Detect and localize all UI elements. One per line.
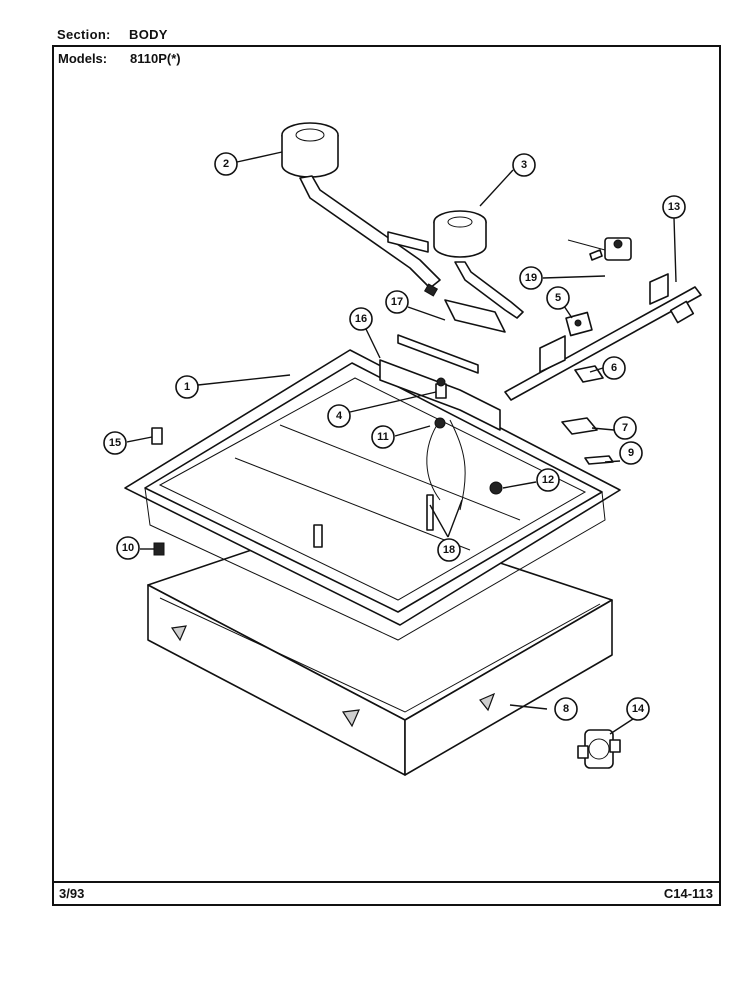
valve-19 xyxy=(567,237,632,261)
footer-code: C14-113 xyxy=(663,886,713,901)
svg-text:14: 14 xyxy=(632,703,645,715)
svg-text:1: 1 xyxy=(184,381,190,393)
models-value: 8110P(*) xyxy=(130,51,181,66)
svg-text:12: 12 xyxy=(542,474,554,486)
section-label: Section: xyxy=(57,27,111,42)
svg-text:16: 16 xyxy=(355,313,367,325)
svg-text:13: 13 xyxy=(668,201,680,213)
models-label: Models: xyxy=(58,51,108,66)
callout-4: 4 xyxy=(327,404,351,428)
svg-text:18: 18 xyxy=(443,544,455,556)
burner-left xyxy=(281,122,441,297)
footer-date: 3/93 xyxy=(59,886,85,901)
small-parts xyxy=(151,299,614,556)
callout-13: 13 xyxy=(662,195,686,219)
manifold-pipe xyxy=(504,273,702,401)
svg-text:10: 10 xyxy=(122,542,134,554)
callout-17: 17 xyxy=(385,290,409,314)
svg-text:11: 11 xyxy=(377,431,389,443)
svg-text:17: 17 xyxy=(391,296,403,308)
svg-text:15: 15 xyxy=(109,437,121,449)
callout-16: 16 xyxy=(349,307,373,331)
callout-12: 12 xyxy=(536,468,560,492)
svg-text:8: 8 xyxy=(563,703,569,715)
callout-2: 2 xyxy=(214,152,238,176)
callout-10: 10 xyxy=(116,536,140,560)
leader-lines xyxy=(126,151,677,735)
callout-18: 18 xyxy=(437,538,461,562)
regulator-14 xyxy=(577,729,621,769)
diagram-frame: Models: 8110P(*) 3/93 C14-113 xyxy=(52,45,721,906)
burner-center xyxy=(387,210,524,319)
svg-text:5: 5 xyxy=(555,292,561,304)
callout-7: 7 xyxy=(613,416,637,440)
callout-19: 19 xyxy=(519,266,543,290)
callout-1: 1 xyxy=(175,375,199,399)
callout-6: 6 xyxy=(602,356,626,380)
svg-text:4: 4 xyxy=(336,410,343,422)
callout-11: 11 xyxy=(371,425,395,449)
callout-14: 14 xyxy=(626,697,650,721)
callout-9: 9 xyxy=(619,441,643,465)
callout-15: 15 xyxy=(103,431,127,455)
models-header: Models: 8110P(*) xyxy=(58,51,181,66)
svg-text:9: 9 xyxy=(628,447,634,459)
footer-divider xyxy=(54,881,719,883)
svg-text:19: 19 xyxy=(525,272,537,284)
section-value: BODY xyxy=(129,27,168,42)
callout-5: 5 xyxy=(546,286,570,310)
svg-text:7: 7 xyxy=(622,422,628,434)
svg-text:3: 3 xyxy=(521,159,527,171)
body-top xyxy=(124,349,621,641)
svg-text:6: 6 xyxy=(611,362,617,374)
section-header: Section: BODY xyxy=(57,27,168,42)
callout-8: 8 xyxy=(554,697,578,721)
callout-3: 3 xyxy=(512,153,536,177)
svg-text:2: 2 xyxy=(223,158,229,170)
